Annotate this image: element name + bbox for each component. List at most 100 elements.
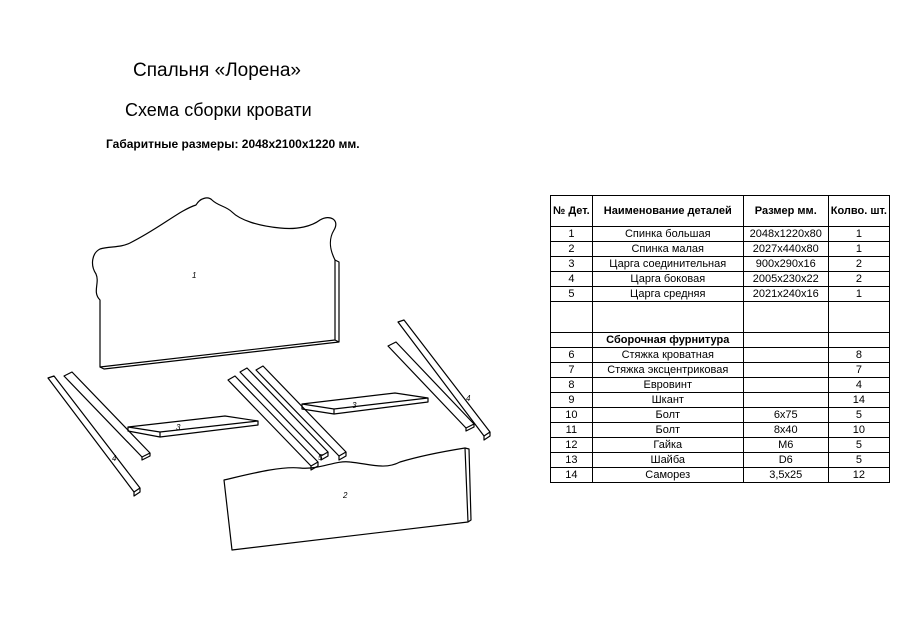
cell-size: 8х40 — [742, 422, 829, 438]
cell-name: Шкант — [591, 392, 744, 408]
table-row: 5 Царга средняя 2021х240х16 1 — [550, 286, 891, 302]
part-side-rail-right: 4 — [387, 319, 491, 441]
cell-quantity: 14 — [827, 392, 891, 408]
cell-name: Царга боковая — [591, 271, 744, 287]
cell-size — [742, 362, 829, 378]
cell-number: 3 — [550, 256, 593, 272]
table-row: 12 Гайка М6 5 — [550, 437, 891, 453]
table-row: 8 Евровинт 4 — [550, 377, 891, 393]
cell-name: Царга соединительная — [591, 256, 744, 272]
cell-blank — [550, 332, 593, 348]
part-label-4-left: 4 — [112, 454, 117, 463]
part-label-3-left: 3 — [176, 423, 181, 432]
cell-number: 13 — [550, 452, 593, 468]
table-row: 6 Стяжка кроватная 8 — [550, 347, 891, 363]
overall-dimensions: Габаритные размеры: 2048х2100х1220 мм. — [106, 137, 360, 151]
table-row: 3 Царга соединительная 900х290х16 2 — [550, 256, 891, 272]
table-row: 10 Болт 6х75 5 — [550, 407, 891, 423]
cell-quantity: 1 — [827, 226, 891, 242]
cell-name: Спинка малая — [591, 241, 744, 257]
cell-blank — [742, 301, 829, 333]
cell-blank — [742, 332, 829, 348]
cell-size: 900х290х16 — [742, 256, 829, 272]
cell-number: 6 — [550, 347, 593, 363]
table-row: 2 Спинка малая 2027х440х80 1 — [550, 241, 891, 257]
cell-number: 7 — [550, 362, 593, 378]
cell-size: 2005х230х22 — [742, 271, 829, 287]
cell-name: Болт — [591, 407, 744, 423]
cell-name: Царга средняя — [591, 286, 744, 302]
table-row: 4 Царга боковая 2005х230х22 2 — [550, 271, 891, 287]
cell-size: 2048х1220х80 — [742, 226, 829, 242]
part-headboard: 1 — [91, 197, 340, 370]
table-row: 13 Шайба D6 5 — [550, 452, 891, 468]
header-number: № Дет. — [550, 195, 593, 227]
cell-number: 9 — [550, 392, 593, 408]
cell-quantity: 1 — [827, 241, 891, 257]
cell-name: Шайба — [591, 452, 744, 468]
part-footboard: 2 — [223, 447, 472, 551]
cell-size — [742, 347, 829, 363]
cell-name: Саморез — [591, 467, 744, 483]
cell-size — [742, 392, 829, 408]
cell-quantity: 7 — [827, 362, 891, 378]
header-size: Размер мм. — [742, 195, 829, 227]
table-row-blank — [550, 301, 891, 333]
cell-size: D6 — [742, 452, 829, 468]
cell-name: Гайка — [591, 437, 744, 453]
table-row: 7 Стяжка эксцентриковая 7 — [550, 362, 891, 378]
cell-quantity: 5 — [827, 437, 891, 453]
cell-blank — [550, 301, 593, 333]
cell-name: Спинка большая — [591, 226, 744, 242]
cell-number: 11 — [550, 422, 593, 438]
cell-size: 6х75 — [742, 407, 829, 423]
cell-number: 4 — [550, 271, 593, 287]
parts-table: № Дет. Наименование деталей Размер мм. К… — [550, 195, 891, 483]
part-connecting-rail-left: 3 — [127, 415, 259, 438]
cell-quantity: 5 — [827, 407, 891, 423]
cell-name: Стяжка кроватная — [591, 347, 744, 363]
cell-name: Евровинт — [591, 377, 744, 393]
cell-number: 2 — [550, 241, 593, 257]
part-side-rail-left: 4 — [47, 371, 151, 497]
cell-number: 14 — [550, 467, 593, 483]
cell-size — [742, 377, 829, 393]
page-subtitle: Схема сборки кровати — [125, 100, 312, 120]
cell-name: Стяжка эксцентриковая — [591, 362, 744, 378]
cell-blank — [827, 332, 891, 348]
cell-quantity: 2 — [827, 271, 891, 287]
cell-quantity: 2 — [827, 256, 891, 272]
table-row: 9 Шкант 14 — [550, 392, 891, 408]
part-label-5: 5 — [318, 453, 323, 462]
cell-quantity: 4 — [827, 377, 891, 393]
cell-blank — [827, 301, 891, 333]
part-label-1: 1 — [192, 271, 196, 280]
cell-name: Болт — [591, 422, 744, 438]
cell-quantity: 5 — [827, 452, 891, 468]
table-header-row: № Дет. Наименование деталей Размер мм. К… — [550, 195, 891, 227]
cell-size: 2021х240х16 — [742, 286, 829, 302]
cell-quantity: 1 — [827, 286, 891, 302]
table-row: 1 Спинка большая 2048х1220х80 1 — [550, 226, 891, 242]
header-name: Наименование деталей — [591, 195, 744, 227]
cell-size: 2027х440х80 — [742, 241, 829, 257]
cell-quantity: 10 — [827, 422, 891, 438]
cell-number: 8 — [550, 377, 593, 393]
part-connecting-rail-right: 3 — [301, 392, 429, 415]
cell-size: 3,5х25 — [742, 467, 829, 483]
part-label-2: 2 — [342, 491, 348, 500]
cell-size: М6 — [742, 437, 829, 453]
part-label-3-right: 3 — [352, 401, 357, 410]
cell-number: 1 — [550, 226, 593, 242]
page-title: Спальня «Лорена» — [133, 60, 301, 81]
cell-quantity: 12 — [827, 467, 891, 483]
table-row: 14 Саморез 3,5х25 12 — [550, 467, 891, 483]
table-row: 11 Болт 8х40 10 — [550, 422, 891, 438]
header-quantity: Колво. шт. — [827, 195, 891, 227]
cell-quantity: 8 — [827, 347, 891, 363]
cell-blank — [591, 301, 744, 333]
cell-number: 5 — [550, 286, 593, 302]
part-label-4-right: 4 — [466, 394, 471, 403]
section-hardware-label: Сборочная фурнитура — [591, 332, 744, 348]
